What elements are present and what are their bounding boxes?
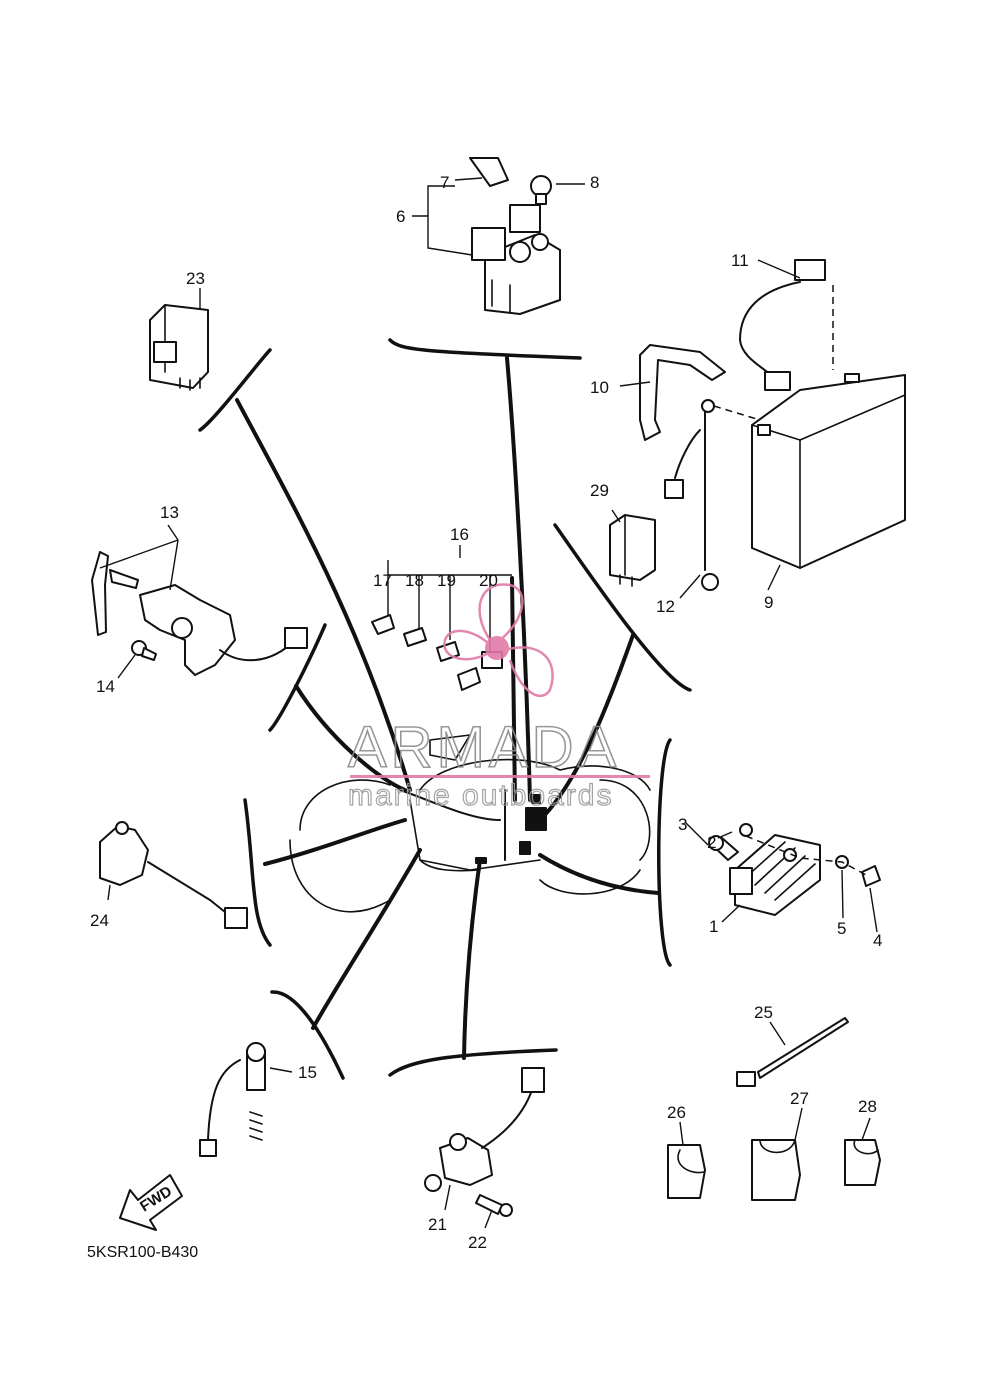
callout-12: 12 (656, 597, 675, 616)
callout-18: 18 (405, 571, 424, 590)
callout-2: 2 (707, 833, 716, 852)
callout-27: 27 (790, 1089, 809, 1108)
positive-lead-11 (739, 259, 834, 391)
battery-band-10 (639, 344, 726, 441)
callout-29: 29 (590, 481, 609, 500)
callout-1: 1 (709, 917, 718, 936)
relay-23 (149, 304, 209, 391)
cable-band-25 (736, 1017, 849, 1087)
clamp-26 (667, 1144, 706, 1199)
armada-watermark: ARMADA marine outboards (347, 583, 650, 813)
callout-20: 20 (479, 571, 498, 590)
vehicle-frame (289, 734, 651, 913)
callout-6: 6 (396, 207, 405, 226)
fuse-18 (403, 627, 427, 647)
sensor-24 (99, 821, 248, 929)
callout-21: 21 (428, 1215, 447, 1234)
switch-15 (199, 1042, 266, 1157)
callout-3: 3 (678, 815, 687, 834)
callout-24: 24 (90, 911, 109, 930)
callout-28: 28 (858, 1097, 877, 1116)
screw-14 (131, 640, 157, 661)
battery-9 (751, 373, 906, 569)
fuse-17 (371, 614, 395, 635)
rectifier-regulator-1 (729, 834, 821, 916)
fuse-7 (469, 157, 509, 187)
callout-23: 23 (186, 269, 205, 288)
nut-4 (861, 865, 881, 887)
callout-11: 11 (731, 251, 749, 270)
callout-8: 8 (590, 173, 599, 192)
callout-17: 17 (373, 571, 392, 590)
clamp-27 (751, 1139, 801, 1201)
clamp-28 (844, 1139, 881, 1186)
callout-19: 19 (437, 571, 456, 590)
callout-14: 14 (96, 677, 115, 696)
watermark-tagline: marine outboards (348, 779, 613, 812)
callout-25: 25 (754, 1003, 773, 1022)
relay-29 (609, 514, 656, 587)
group-leaders (235, 356, 660, 1060)
diagram-code: 5KSR100-B430 (87, 1244, 198, 1261)
callout-leaders (99, 177, 878, 1229)
sensor-21 (424, 1067, 545, 1192)
starter-relay-6 (471, 204, 561, 315)
callout-4: 4 (873, 931, 882, 950)
callout-numbers: 6 7 8 11 10 29 12 9 23 13 14 16 17 18 19… (90, 173, 882, 1252)
watermark-rule (350, 775, 650, 778)
assembly-line (745, 835, 869, 877)
callout-7: 7 (440, 173, 449, 192)
negative-lead-12 (664, 399, 761, 591)
callout-5: 5 (837, 919, 846, 938)
forward-direction-arrow: FWD (119, 1174, 183, 1231)
propeller-hub (485, 636, 509, 660)
bolt-22 (475, 1194, 513, 1217)
callout-26: 26 (667, 1103, 686, 1122)
callout-16: 16 (450, 525, 469, 544)
propeller-logo (443, 583, 554, 697)
watermark-brand: ARMADA (348, 715, 620, 780)
group-brackets (198, 338, 692, 1080)
callout-15: 15 (298, 1063, 317, 1082)
callout-22: 22 (468, 1233, 487, 1252)
callout-10: 10 (590, 378, 609, 397)
callout-13: 13 (160, 503, 179, 522)
bolt-3 (708, 835, 739, 861)
main-switch-13 (91, 551, 308, 676)
callout-9: 9 (764, 593, 773, 612)
bolt-8 (530, 175, 552, 205)
washer-2 (739, 823, 753, 837)
